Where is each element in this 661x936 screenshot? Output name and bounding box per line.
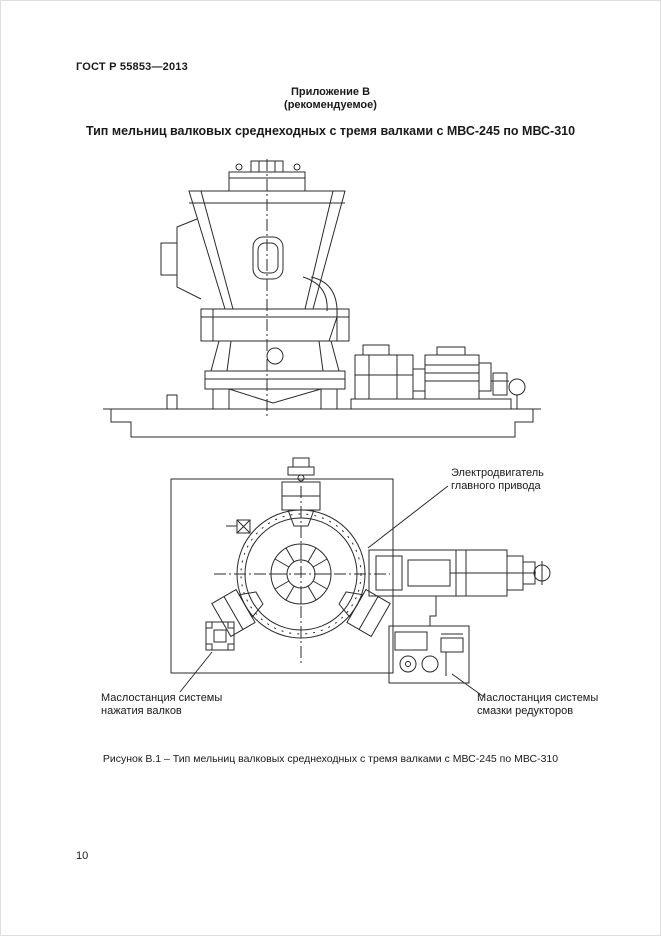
label-oil-station-rollers: Маслостанция системы нажатия валков [101,692,223,718]
foundation [103,408,541,438]
annex-heading: Приложение В [290,86,371,98]
doc-number: ГОСТ Р 55853—2013 [76,61,188,73]
label-oil-station-gearboxes: Маслостанция системы смазки редукторов [477,692,599,718]
mill-plan-drawing [170,457,551,698]
annex-note: (рекомендуемое) [284,99,377,111]
label-main-drive-motor: Электродвигатель главного привода [451,467,544,493]
drive-unit [350,344,526,410]
leader-lines [179,485,485,698]
oil-station-gear [388,625,470,684]
mill-plan [211,457,391,664]
page-title: Тип мельниц валковых среднеходных с трем… [85,124,576,138]
mill-body [160,159,350,417]
drive-plan [368,549,551,626]
page-number: 10 [76,850,89,862]
oil-station-rollers [205,621,235,651]
figure-caption: Рисунок В.1 – Тип мельниц валковых средн… [102,753,559,765]
plan-frame [170,478,394,674]
mill-elevation-drawing [103,159,541,438]
